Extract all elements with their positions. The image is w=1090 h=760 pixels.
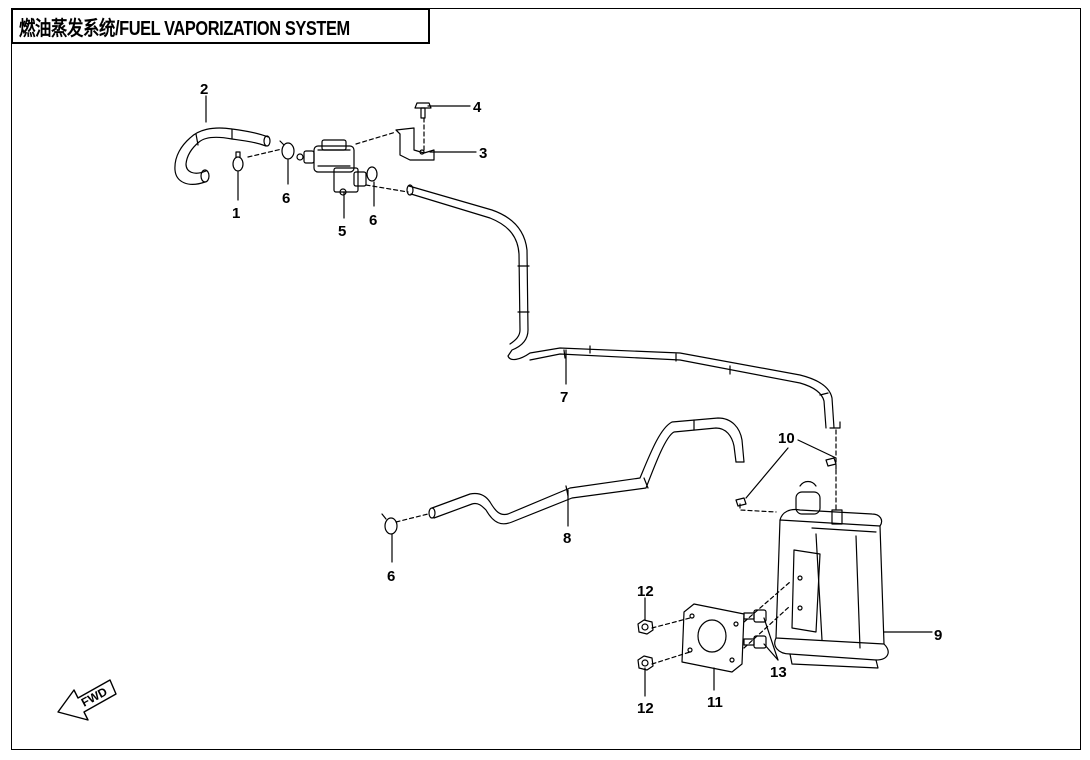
fwd-arrow-icon: FWD — [57, 679, 117, 721]
callout-2: 2 — [200, 81, 208, 98]
leader-dash — [355, 131, 397, 145]
callout-8: 8 — [563, 530, 571, 547]
leader-dash — [651, 617, 691, 629]
leader-lines — [205, 95, 933, 697]
hose-7 — [406, 184, 841, 429]
diagram-frame — [11, 8, 1081, 750]
leader-dash — [743, 581, 791, 623]
nut-12 — [637, 619, 654, 671]
callout-6b: 6 — [369, 212, 377, 229]
leader-dash — [365, 184, 409, 193]
clamp-1 — [232, 151, 244, 172]
callout-12b: 12 — [637, 700, 654, 717]
bolt-13 — [743, 609, 767, 649]
callout-7: 7 — [560, 389, 568, 406]
valve-5 — [296, 139, 367, 196]
leader-dash — [651, 651, 691, 665]
callout-5: 5 — [338, 223, 346, 240]
title-box: 燃油蒸发系统/FUEL VAPORIZATION SYSTEM — [11, 8, 431, 44]
canister-9 — [774, 480, 889, 669]
callout-11: 11 — [707, 694, 723, 711]
callout-6c: 6 — [387, 568, 395, 585]
callout-4: 4 — [473, 99, 482, 116]
clamp-6b — [366, 166, 378, 182]
callout-12a: 12 — [637, 583, 654, 600]
bracket-3 — [395, 127, 435, 161]
clip-10 — [735, 457, 837, 507]
callout-9: 9 — [934, 627, 942, 644]
leader-dash — [395, 513, 429, 523]
clamp-6a — [279, 140, 295, 160]
hose-2 — [174, 127, 271, 185]
hose-8 — [428, 417, 745, 525]
clamp-6c — [381, 513, 398, 535]
bolt-4 — [414, 102, 432, 119]
callout-1: 1 — [232, 205, 240, 222]
callout-3: 3 — [479, 145, 487, 162]
leader-dash — [739, 503, 777, 513]
callout-10: 10 — [778, 430, 795, 447]
page-title: 燃油蒸发系统/FUEL VAPORIZATION SYSTEM — [19, 17, 350, 40]
plate-11 — [681, 603, 745, 673]
callout-6a: 6 — [282, 190, 290, 207]
leader-dash — [247, 148, 283, 158]
callout-13: 13 — [770, 664, 787, 681]
